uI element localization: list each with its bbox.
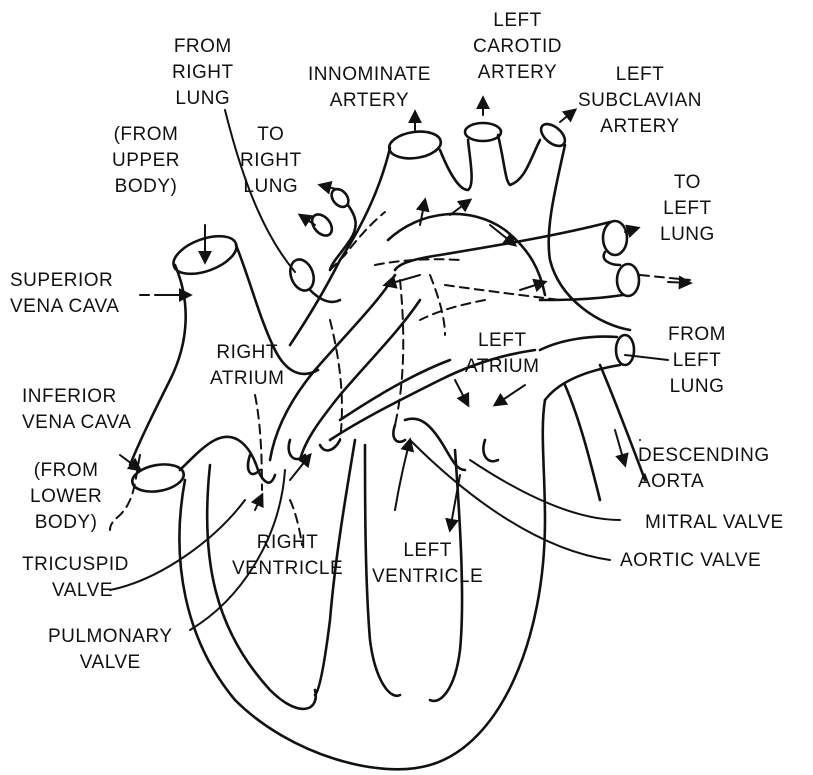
descending-aorta — [565, 385, 600, 500]
to-right-lung-opening — [286, 256, 318, 294]
label-aortic-valve: AORTIC VALVE — [620, 548, 761, 574]
ivc-opening — [130, 461, 186, 496]
aortic-arch — [290, 148, 390, 345]
to-left-lung-lower — [617, 264, 639, 296]
from-left-lung-opening — [616, 335, 634, 365]
to-left-lung-upper — [603, 221, 627, 255]
innominate-opening — [387, 129, 442, 162]
right-heart-border — [207, 465, 316, 709]
heart-outline — [179, 400, 545, 769]
label-mitral-valve: MITRAL VALVE — [645, 510, 784, 536]
carotid-opening — [465, 123, 501, 141]
aortic-valve-shape — [483, 440, 498, 461]
